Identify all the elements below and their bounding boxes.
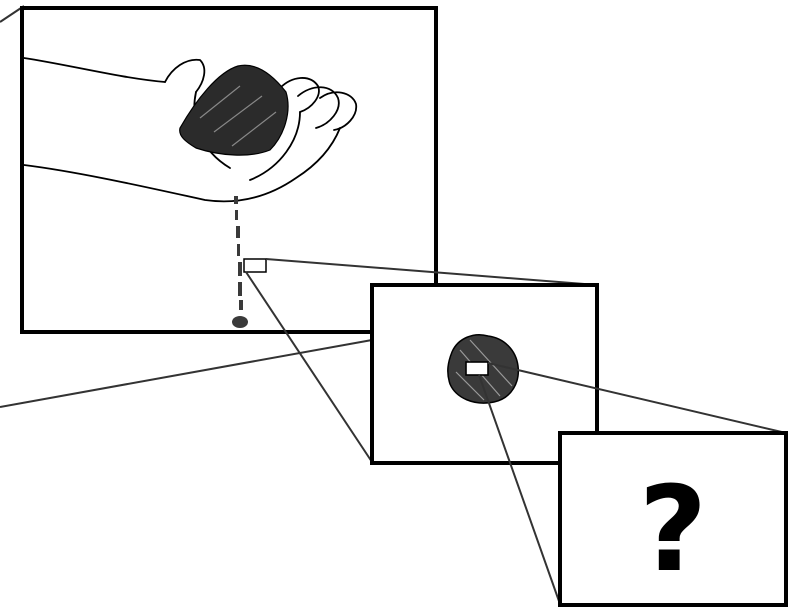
- panel-unknown-inside: ?: [560, 433, 786, 605]
- zoom-box-2: [466, 362, 488, 375]
- question-mark: ?: [639, 460, 707, 598]
- leader-line-left: [0, 340, 372, 407]
